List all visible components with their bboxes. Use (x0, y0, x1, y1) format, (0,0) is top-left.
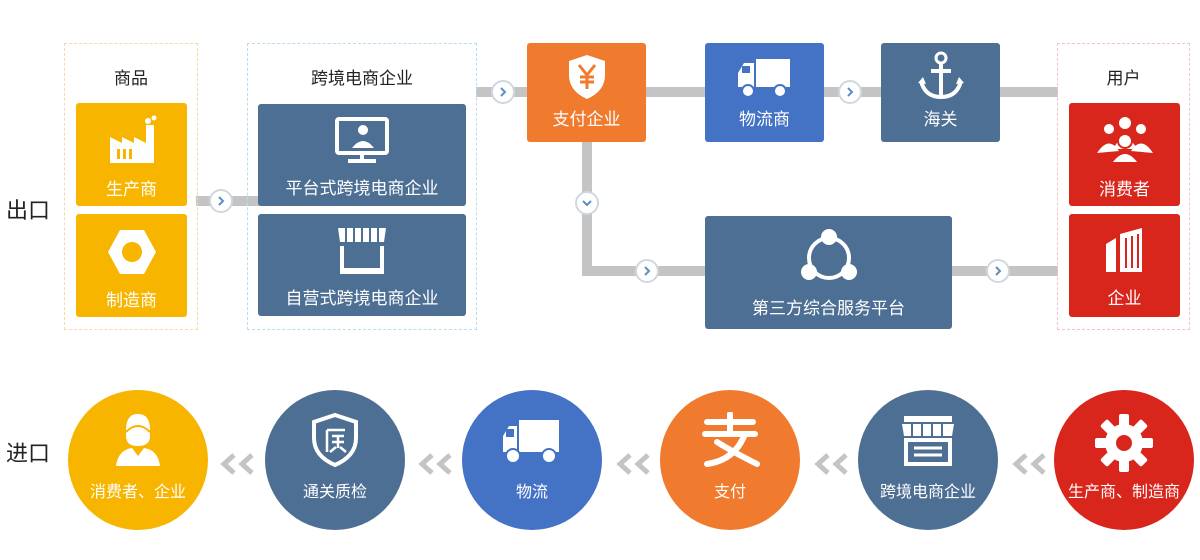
storefront-icon (902, 416, 954, 466)
tile-self-operated-ecommerce[interactable]: 自营式跨境电商企业 (258, 214, 466, 316)
import-step-producer-manufacturer-label: 生产商、制造商 (1067, 482, 1180, 501)
import-step-ecommerce-label: 跨境电商企业 (879, 482, 976, 501)
arrow-right-icon (209, 189, 233, 213)
nut-icon (107, 230, 156, 274)
import-step-consumer-enterprise[interactable]: 消费者、企业 (68, 390, 208, 530)
tile-customs[interactable]: 海关 (881, 43, 1000, 142)
connector-payment-logistics (644, 87, 708, 97)
import-label: 进口 (6, 442, 51, 467)
tile-payment-label: 支付企业 (552, 110, 621, 130)
arrow-right-icon (838, 80, 862, 104)
anchor-icon (917, 51, 964, 100)
user-group: 用户 (1057, 43, 1190, 330)
share-icon (800, 229, 857, 280)
building-icon (1105, 228, 1142, 272)
import-step-consumer-enterprise-label: 消费者、企业 (89, 482, 186, 501)
double-chevron-left-icon (814, 453, 848, 475)
arrow-right-icon (635, 259, 659, 283)
tile-consumer-label: 消费者 (1099, 180, 1150, 200)
people-icon (1096, 117, 1153, 163)
import-step-customs-inspection[interactable]: 通关质检 (265, 390, 405, 530)
tile-producer[interactable]: 生产商 (76, 103, 187, 206)
import-step-logistics[interactable]: 物流 (462, 390, 602, 530)
shop-awning-icon (338, 228, 386, 274)
tile-enterprise-label: 企业 (1107, 289, 1142, 309)
truck-icon (737, 59, 790, 98)
tile-payment[interactable]: 支付企业 (527, 43, 646, 142)
tile-manufacturer-label: 制造商 (106, 291, 157, 311)
import-step-ecommerce[interactable]: 跨境电商企业 (858, 390, 998, 530)
tile-producer-label: 生产商 (106, 180, 157, 200)
tile-logistics-label: 物流商 (739, 110, 790, 130)
export-label: 出口 (6, 199, 51, 224)
monitor-icon (335, 117, 389, 163)
tile-third-party-platform-label: 第三方综合服务平台 (752, 299, 905, 319)
tile-platform-ecommerce[interactable]: 平台式跨境电商企业 (258, 104, 466, 206)
goods-group: 商品 (64, 43, 198, 330)
tile-manufacturer[interactable]: 制造商 (76, 214, 187, 317)
import-step-payment-label: 支付 (713, 482, 746, 501)
user-group-title: 用户 (1106, 69, 1141, 89)
tile-logistics[interactable]: 物流商 (705, 43, 824, 142)
arrow-right-icon (986, 259, 1010, 283)
tile-third-party-platform[interactable]: 第三方综合服务平台 (705, 216, 952, 329)
goods-group-title: 商品 (114, 69, 148, 89)
import-step-customs-inspection-label: 通关质检 (302, 482, 367, 501)
import-step-payment[interactable]: 支付 (660, 390, 800, 530)
double-chevron-left-icon (616, 453, 650, 475)
tile-platform-ecommerce-label: 平台式跨境电商企业 (285, 179, 439, 199)
tile-consumer[interactable]: 消费者 (1069, 103, 1180, 206)
connector-customs-user (998, 87, 1058, 97)
ecommerce-group-title: 跨境电商企业 (311, 69, 413, 89)
ecommerce-group: 跨境电商企业 (247, 43, 477, 330)
alipay-icon (702, 412, 760, 467)
tile-self-operated-ecommerce-label: 自营式跨境电商企业 (285, 289, 439, 309)
import-step-logistics-label: 物流 (515, 482, 548, 501)
gear-icon (1095, 414, 1153, 472)
arrow-down-icon (575, 191, 599, 215)
tile-customs-label: 海关 (923, 110, 958, 130)
person-icon (116, 414, 160, 466)
import-step-producer-manufacturer[interactable]: 生产商、制造商 (1054, 390, 1194, 530)
quality-shield-icon (312, 412, 358, 468)
factory-icon (109, 115, 156, 163)
arrow-right-icon (491, 80, 515, 104)
yen-shield-icon (568, 55, 605, 99)
double-chevron-left-icon (1012, 453, 1046, 475)
truck-icon (503, 420, 559, 464)
tile-enterprise[interactable]: 企业 (1069, 214, 1180, 317)
double-chevron-left-icon (418, 453, 452, 475)
double-chevron-left-icon (220, 453, 254, 475)
